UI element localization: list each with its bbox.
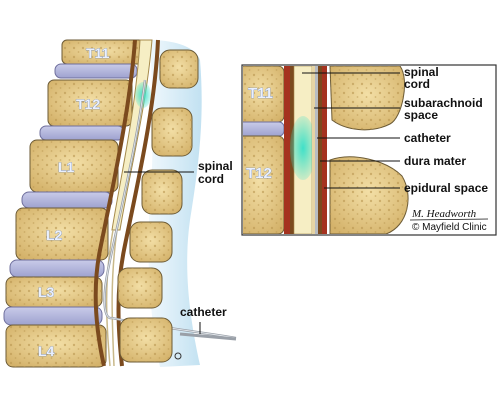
vertebra-label-l3: L3 [38, 284, 55, 300]
inset-catheter [315, 66, 318, 234]
artist-signature: M. Headworth [411, 208, 477, 220]
inset-anterior-epidural [284, 66, 290, 234]
inset-posterior-epidural [322, 66, 327, 234]
vertebra-label-l1: L1 [58, 159, 75, 175]
inset-label-subarachnoid: subarachnoid [404, 96, 483, 110]
vertebra-label-l2: L2 [46, 227, 63, 243]
disc-l3-l4 [3, 306, 103, 326]
disc-l2-l3 [9, 259, 105, 278]
inset-label-spinal-cord-line2: cord [404, 77, 430, 91]
vertebra-label-t12: T12 [76, 96, 100, 112]
inset-subarachnoid [312, 66, 316, 234]
catheter-label: catheter [180, 305, 227, 319]
inset-label-catheter: catheter [404, 131, 451, 145]
spinal-cord-label-line2: cord [198, 172, 224, 186]
catheter-external [179, 332, 237, 341]
catheter-entry-marker [174, 352, 182, 360]
disc-l1-l2 [21, 191, 113, 209]
disc-t11-t12 [54, 63, 138, 79]
inset-label-spinal-cord: spinal [404, 65, 439, 79]
vertebra-label-l4: L4 [38, 343, 55, 359]
spinal-canal [93, 39, 237, 367]
cauda-fibers [105, 229, 118, 367]
inset-label-epidural-space: epidural space [404, 181, 488, 195]
inset-vertebra-label-t11: T11 [248, 85, 273, 102]
inset-disc [243, 121, 285, 137]
vertebra-label-t11: T11 [86, 45, 110, 61]
inset-posterior-dura [318, 66, 322, 234]
vertebral-bodies [3, 39, 145, 368]
inset-drug-cloud [290, 116, 316, 180]
posterior-dura-line [116, 39, 160, 367]
main-spine-view: T11 T12 L1 L2 L3 L4 spinal cord catheter [3, 39, 237, 368]
disc-t12-l1 [39, 125, 125, 141]
inset-detail-view: T11 T12 spinal cord subarachnoid space c… [241, 64, 497, 236]
inset-vertebra-label-t12: T12 [246, 165, 272, 182]
anterior-dura-line [93, 39, 137, 367]
inset-label-dura-mater: dura mater [404, 154, 466, 168]
spinal-cord-label: spinal [198, 159, 233, 173]
spinous-processes [117, 49, 199, 363]
signature-underline [409, 218, 489, 221]
inset-label-subarachnoid-line2: space [404, 108, 438, 122]
copyright-credit: © Mayfield Clinic [412, 222, 487, 233]
